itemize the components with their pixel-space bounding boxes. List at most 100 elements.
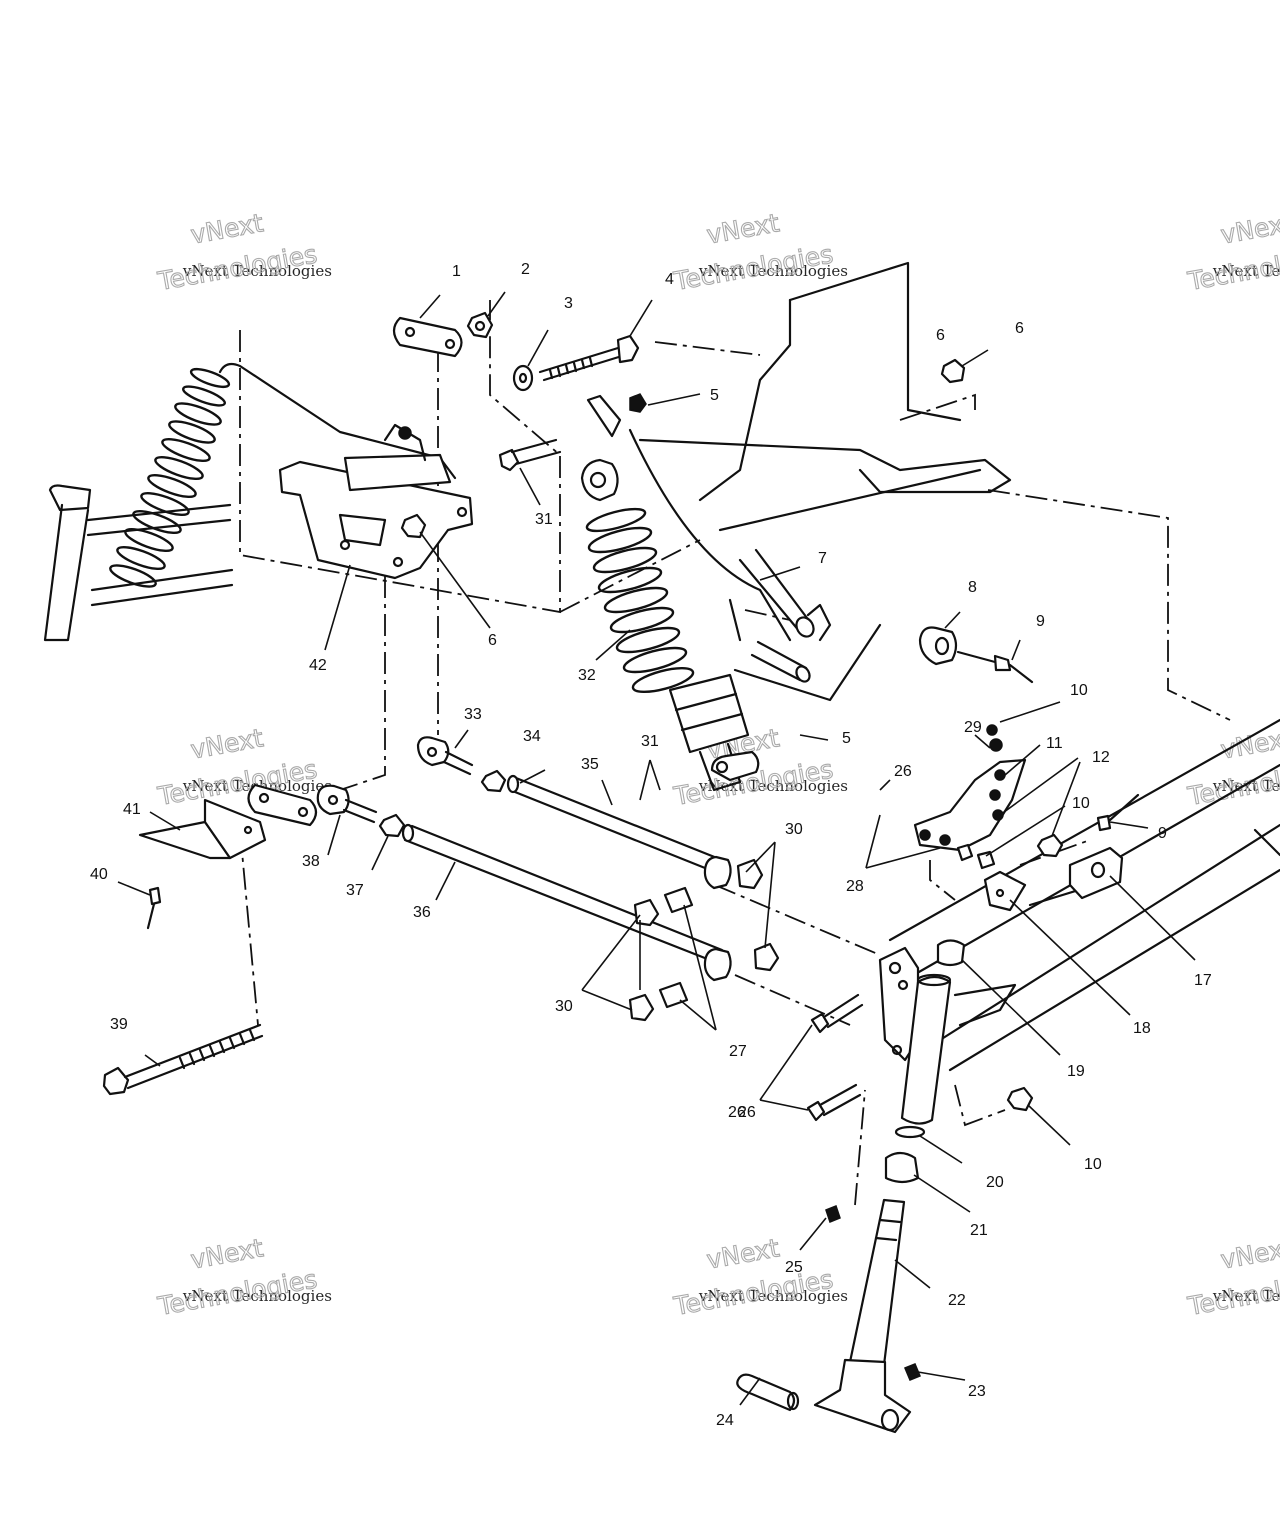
watermark-brand: vNext [704,208,781,249]
grease-fitting [956,650,1034,684]
watermark-brand: vNext [1218,208,1280,249]
callout-25: 25 [785,1259,803,1276]
callout-8: 8 [968,579,977,596]
link-plate [392,316,463,358]
callout-36: 36 [413,904,431,921]
callout-19: 19 [1067,1063,1085,1080]
callout-26: 26 [894,763,912,780]
callout-33: 33 [464,706,482,723]
steering-arm [913,724,1027,870]
watermark-company: vNext Technologies [182,1287,332,1305]
link-plate [247,783,318,827]
o-ring [894,1125,926,1139]
watermark-tile: vNext vNext Technologies Technologies [670,1233,848,1322]
callout-10: 10 [1070,682,1088,699]
watermark-company: vNext Technologies [1212,1287,1280,1305]
spindle [813,1198,912,1434]
callout-29: 29 [964,719,982,736]
spacer-block [1068,846,1124,900]
watermark-tile: vNext vNext Technologies Technologies [154,208,331,297]
rear-suspension-left [43,367,234,642]
mount-plate [983,870,1027,912]
watermark-company: vNext Technologies [1212,262,1280,280]
mounting-bracket [138,798,267,860]
rod-bushings [628,858,780,1022]
callout-5: 5 [842,730,851,747]
callout-31: 31 [641,733,659,750]
callout-26: 26 [738,1104,756,1121]
callout-24: 24 [716,1412,734,1429]
callout-3: 3 [564,295,573,312]
upper-radius-rod [506,774,732,890]
rod-end [316,784,378,824]
watermark-word: Technologies [671,239,835,296]
callout-30: 30 [555,998,573,1015]
callout-27: 27 [729,1043,747,1060]
callout-1: 1 [452,263,461,280]
shock-mount-bracket [278,423,474,580]
front-shock-absorber [580,394,760,792]
callout-2: 2 [521,261,530,278]
bolt [498,438,562,472]
watermark-company: vNext Technologies [698,777,848,795]
washer [512,364,534,392]
callout-39: 39 [110,1016,128,1033]
watermark-tile: vNext vNext Technologies Technologies [670,208,848,297]
leader-lines [117,291,1196,1406]
callout-37: 37 [346,882,364,899]
assembly-lines [239,300,1231,1206]
nut [466,311,494,339]
chassis-frame [218,261,1280,1072]
spindle-cap [884,1151,920,1184]
callout-5: 5 [710,387,719,404]
callout-28: 28 [846,878,864,895]
callout-20: 20 [986,1174,1004,1191]
callout-32: 32 [578,667,596,684]
callout-30: 30 [785,821,803,838]
watermark-brand: vNext [1218,1233,1280,1274]
watermark-word: Technologies [155,239,319,296]
watermark-brand: vNext [188,723,265,764]
long-bolt [102,1023,264,1096]
callout-41: 41 [123,801,141,818]
callout-6: 6 [1015,320,1024,337]
nut [1006,1086,1034,1112]
lower-radius-rod [401,823,732,982]
left-shock-spring [109,367,231,588]
watermark-word: Technologies [155,1264,319,1321]
shock-spring [585,507,695,694]
watermark-company: vNext Technologies [698,262,848,280]
grease-fitting [825,1205,841,1223]
axle-pin [736,1373,800,1412]
callout-42: 42 [309,657,327,674]
watermark-brand: vNext [188,208,265,249]
nut [1036,833,1064,858]
watermark-company: vNext Technologies [1212,777,1280,795]
watermark-brand: vNext [188,1233,265,1274]
bolt [538,334,640,382]
callout-10: 10 [1072,795,1090,812]
callout-12: 12 [1092,749,1110,766]
nut [400,513,427,539]
spindle-tube [900,973,952,1125]
callout-7: 7 [818,550,827,567]
callout-22: 22 [948,1292,966,1309]
callout-17: 17 [1194,972,1212,989]
watermark-company: vNext Technologies [698,1287,848,1305]
callout-34: 34 [523,728,541,745]
callout-40: 40 [90,866,108,883]
callout-4: 4 [665,271,674,288]
callout-9: 9 [1158,825,1167,842]
watermark-brand: vNext [704,1233,781,1274]
grease-fitting [1096,793,1140,832]
rod-end [416,736,474,776]
watermark-tile: vNext vNext Technologies Technologies [1184,208,1280,297]
callout-21: 21 [970,1222,988,1239]
callout-6: 6 [488,632,497,649]
callout-10: 10 [1084,1156,1102,1173]
callout-23: 23 [968,1383,986,1400]
jam-nut [378,813,406,838]
callout-6: 6 [936,327,945,344]
